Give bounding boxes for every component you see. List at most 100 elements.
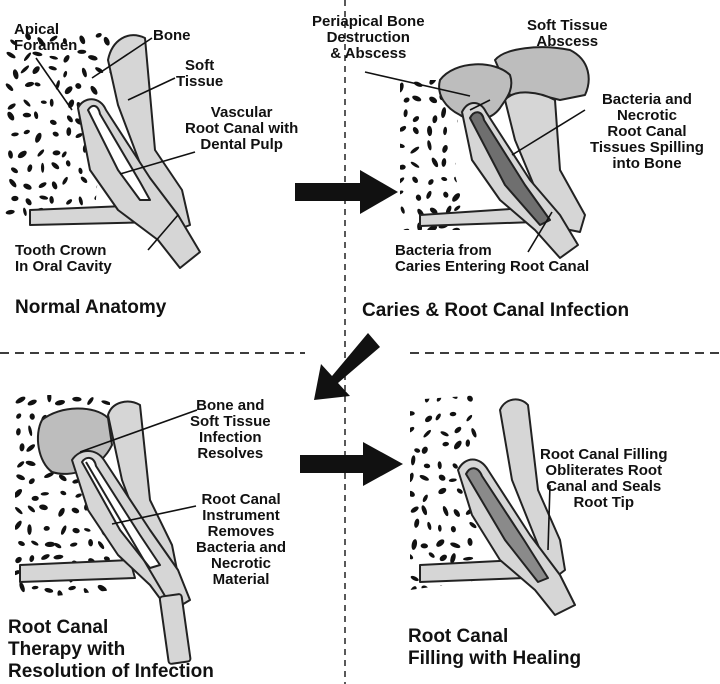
bone-speckle — [40, 492, 49, 496]
title-normal-anatomy: Normal Anatomy — [15, 297, 166, 319]
bone-speckle — [6, 111, 16, 122]
arrow-right-top — [295, 170, 398, 214]
bone-speckle — [24, 197, 33, 206]
bone-speckle — [410, 161, 420, 169]
bone-speckle — [420, 584, 429, 592]
bone-speckle — [81, 67, 88, 78]
bone-speckle — [32, 496, 39, 501]
bone-speckle — [34, 132, 43, 144]
bone-speckle — [421, 446, 429, 455]
bone-speckle — [406, 426, 415, 434]
bone-speckle — [406, 553, 414, 561]
bone-speckle — [441, 176, 448, 181]
bone-speckle — [435, 538, 446, 548]
bone-speckle — [27, 524, 31, 535]
bone-speckle — [437, 461, 442, 469]
bone-speckle — [410, 505, 420, 514]
bone-speckle — [39, 195, 49, 201]
bone-speckle — [60, 490, 67, 496]
bone-speckle — [396, 143, 405, 149]
bone-speckle — [78, 35, 86, 45]
label-apical-foramen: Apical Foramen — [14, 22, 77, 54]
bone-speckle — [60, 525, 68, 536]
bone-speckle — [403, 96, 411, 103]
bone-speckle — [57, 590, 64, 600]
bone-speckle — [402, 228, 410, 234]
bone-speckle — [11, 196, 18, 202]
bone-speckle — [424, 394, 430, 403]
bone-speckle — [449, 391, 459, 400]
bone-speckle — [441, 158, 447, 167]
bone-speckle — [409, 146, 420, 155]
bone-speckle — [436, 395, 442, 402]
bone-speckle — [396, 190, 404, 196]
bone-speckle — [411, 539, 418, 551]
arrow-right-bottom — [300, 442, 403, 486]
label-vascular-root-canal: Vascular Root Canal with Dental Pulp — [185, 105, 298, 153]
bone-speckle — [53, 542, 62, 549]
bone-speckle — [78, 167, 83, 174]
bone-speckle — [454, 159, 464, 166]
bone-speckle — [420, 505, 428, 516]
bone-speckle — [23, 129, 31, 135]
bone-speckle — [57, 507, 66, 518]
bone-speckle — [89, 85, 99, 96]
bone-speckle — [83, 587, 91, 597]
bone-speckle — [449, 478, 457, 482]
bone-speckle — [14, 556, 23, 565]
bone-speckle — [15, 395, 27, 405]
label-bone: Bone — [153, 28, 191, 44]
bone-speckle — [45, 542, 56, 548]
bone-speckle — [465, 414, 473, 422]
bone-speckle — [27, 425, 33, 436]
bone-speckle — [77, 50, 86, 54]
bone-speckle — [24, 81, 34, 88]
bone-speckle — [5, 82, 15, 92]
bone-speckle — [440, 430, 450, 437]
bone-speckle — [427, 178, 435, 186]
bone-speckle — [410, 455, 415, 466]
bone-speckle — [22, 207, 27, 216]
bone-speckle — [432, 115, 438, 124]
bone-speckle — [26, 164, 33, 173]
bone-speckle — [32, 585, 39, 589]
bone-speckle — [54, 399, 65, 406]
bone-speckle — [424, 463, 431, 468]
bone-speckle — [415, 194, 422, 202]
bone-speckle — [61, 150, 68, 158]
bone-speckle — [22, 182, 32, 191]
bone-speckle — [38, 181, 48, 189]
bone-speckle — [75, 493, 83, 499]
bone-speckle — [149, 65, 155, 72]
bone-speckle — [426, 521, 432, 530]
title-therapy: Root Canal Therapy with Resolution of In… — [8, 617, 214, 683]
bone-speckle — [15, 412, 22, 419]
bone-speckle — [449, 541, 461, 549]
bone-speckle — [40, 553, 50, 561]
bone-speckle — [397, 82, 404, 93]
bone-speckle — [408, 393, 418, 397]
bone-speckle — [466, 394, 474, 402]
bone-speckle — [398, 125, 407, 133]
bone-speckle — [41, 100, 47, 104]
bone-speckle — [66, 127, 71, 136]
bone-speckle — [451, 192, 462, 203]
bone-speckle — [51, 181, 59, 191]
bone-speckle — [424, 414, 434, 423]
bone-speckle — [470, 427, 477, 438]
bone-speckle — [48, 65, 57, 71]
bone-speckle — [20, 64, 30, 74]
bone-speckle — [406, 411, 415, 416]
bone-speckle — [115, 586, 123, 596]
bone-speckle — [62, 54, 71, 64]
bone-speckle — [7, 150, 13, 159]
bone-speckle — [434, 413, 441, 422]
bone-speckle — [408, 472, 415, 483]
bone-speckle — [17, 149, 29, 159]
bone-speckle — [53, 554, 64, 560]
label-tooth-crown: Tooth Crown In Oral Cavity — [15, 243, 112, 275]
arrow-diagonal — [314, 333, 380, 400]
bone-speckle — [50, 161, 60, 171]
bone-speckle — [452, 227, 460, 233]
bone-speckle — [411, 175, 419, 184]
